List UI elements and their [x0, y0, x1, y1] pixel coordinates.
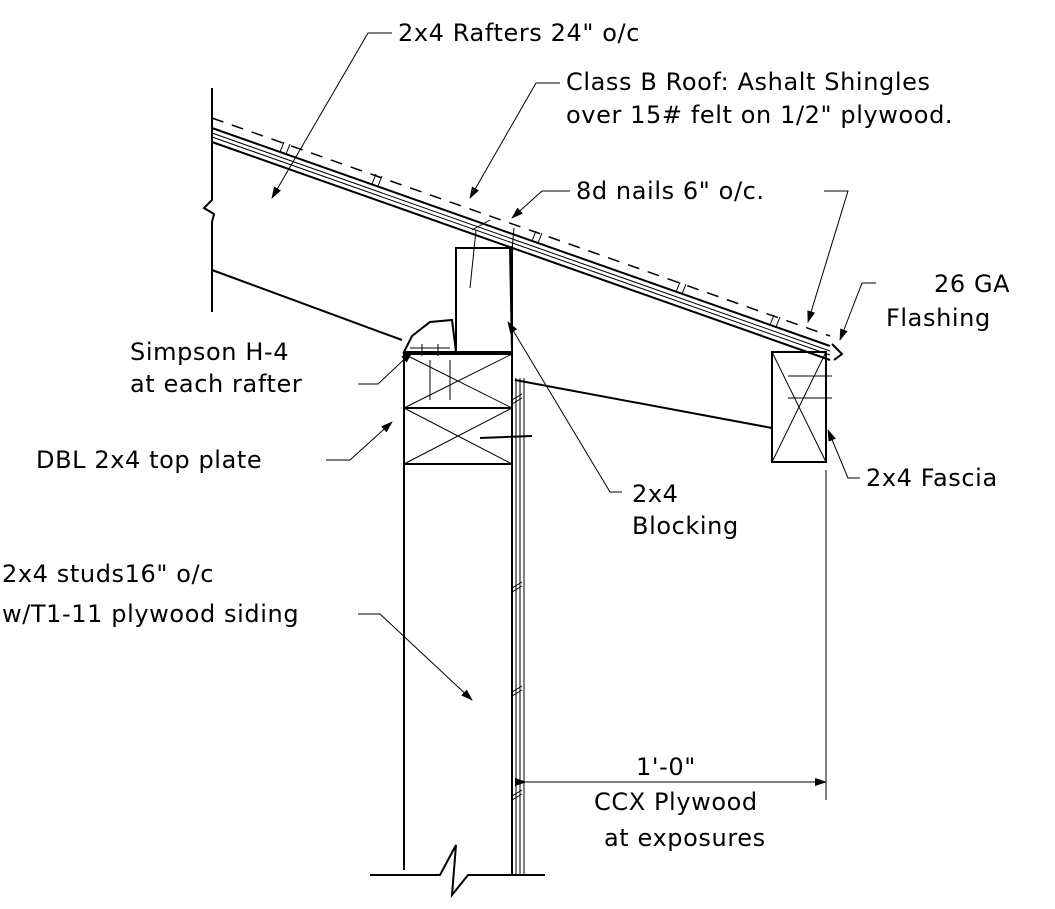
leader-top-plate	[326, 421, 393, 461]
leader-roof	[469, 82, 560, 199]
leader-studs	[358, 613, 473, 701]
wall-break-line	[370, 844, 545, 899]
label-rafters: 2x4 Rafters 24" o/c	[398, 19, 640, 47]
label-top-plate: DBL 2x4 top plate	[36, 446, 262, 474]
roof-sheathing-top	[211, 127, 831, 347]
label-overhang-dimension: 1'-0"	[636, 753, 696, 781]
leader-flashing	[839, 282, 876, 341]
sheathing-hatch-marks	[279, 141, 781, 328]
rafter-bottom-inner	[211, 269, 403, 341]
fascia-board	[771, 351, 827, 463]
simpson-clip-body	[402, 318, 458, 353]
roof-shingle-line	[211, 117, 831, 337]
label-roof-line1: Class B Roof: Ashalt Shingles	[566, 68, 931, 96]
labels: 2x4 Rafters 24" o/c Class B Roof: Ashalt…	[2, 19, 1010, 852]
blocking	[455, 219, 515, 353]
label-studs-line1: 2x4 studs16" o/c	[2, 560, 214, 588]
leader-nails-left	[511, 190, 570, 219]
leader-lines	[271, 32, 876, 701]
label-flashing-line1: 26 GA	[934, 270, 1010, 298]
leader-rafters	[271, 32, 392, 199]
leader-simpson	[358, 351, 413, 385]
roof-felt-line-2	[211, 136, 831, 356]
label-simpson-line1: Simpson H-4	[130, 338, 289, 366]
label-blocking-line2: Blocking	[632, 512, 739, 540]
simpson-clip	[402, 318, 458, 356]
leader-nails-right	[807, 190, 849, 323]
overhang-dimension	[515, 470, 827, 800]
interior-wall-break-line	[202, 88, 216, 312]
label-studs-line2: w/T1-11 plywood siding	[2, 600, 299, 628]
leader-blocking	[507, 321, 622, 493]
stud-wall	[370, 246, 545, 899]
drip-edge	[831, 343, 844, 361]
rafter-top-edge	[211, 141, 831, 361]
rafter-bottom-outer	[514, 379, 773, 429]
roof-assembly	[211, 117, 844, 361]
leader-fascia	[827, 429, 860, 479]
label-flashing-line2: Flashing	[886, 304, 991, 332]
label-soffit-line1: CCX Plywood	[594, 788, 758, 816]
label-roof-line2: over 15# felt on 1/2" plywood.	[566, 101, 953, 129]
label-fascia: 2x4 Fascia	[866, 464, 998, 492]
label-nails: 8d nails 6" o/c.	[576, 177, 765, 205]
siding-nail	[479, 435, 533, 439]
blocking-nail	[469, 229, 477, 289]
fascia	[771, 351, 832, 463]
label-simpson-line2: at each rafter	[130, 370, 302, 398]
roof-felt-line	[211, 132, 831, 352]
label-blocking-line1: 2x4	[632, 480, 679, 508]
label-soffit-line2: at exposures	[604, 824, 766, 852]
interior-wall	[202, 88, 216, 312]
blocking-outline	[455, 247, 514, 353]
siding-hatch-marks	[511, 393, 523, 801]
